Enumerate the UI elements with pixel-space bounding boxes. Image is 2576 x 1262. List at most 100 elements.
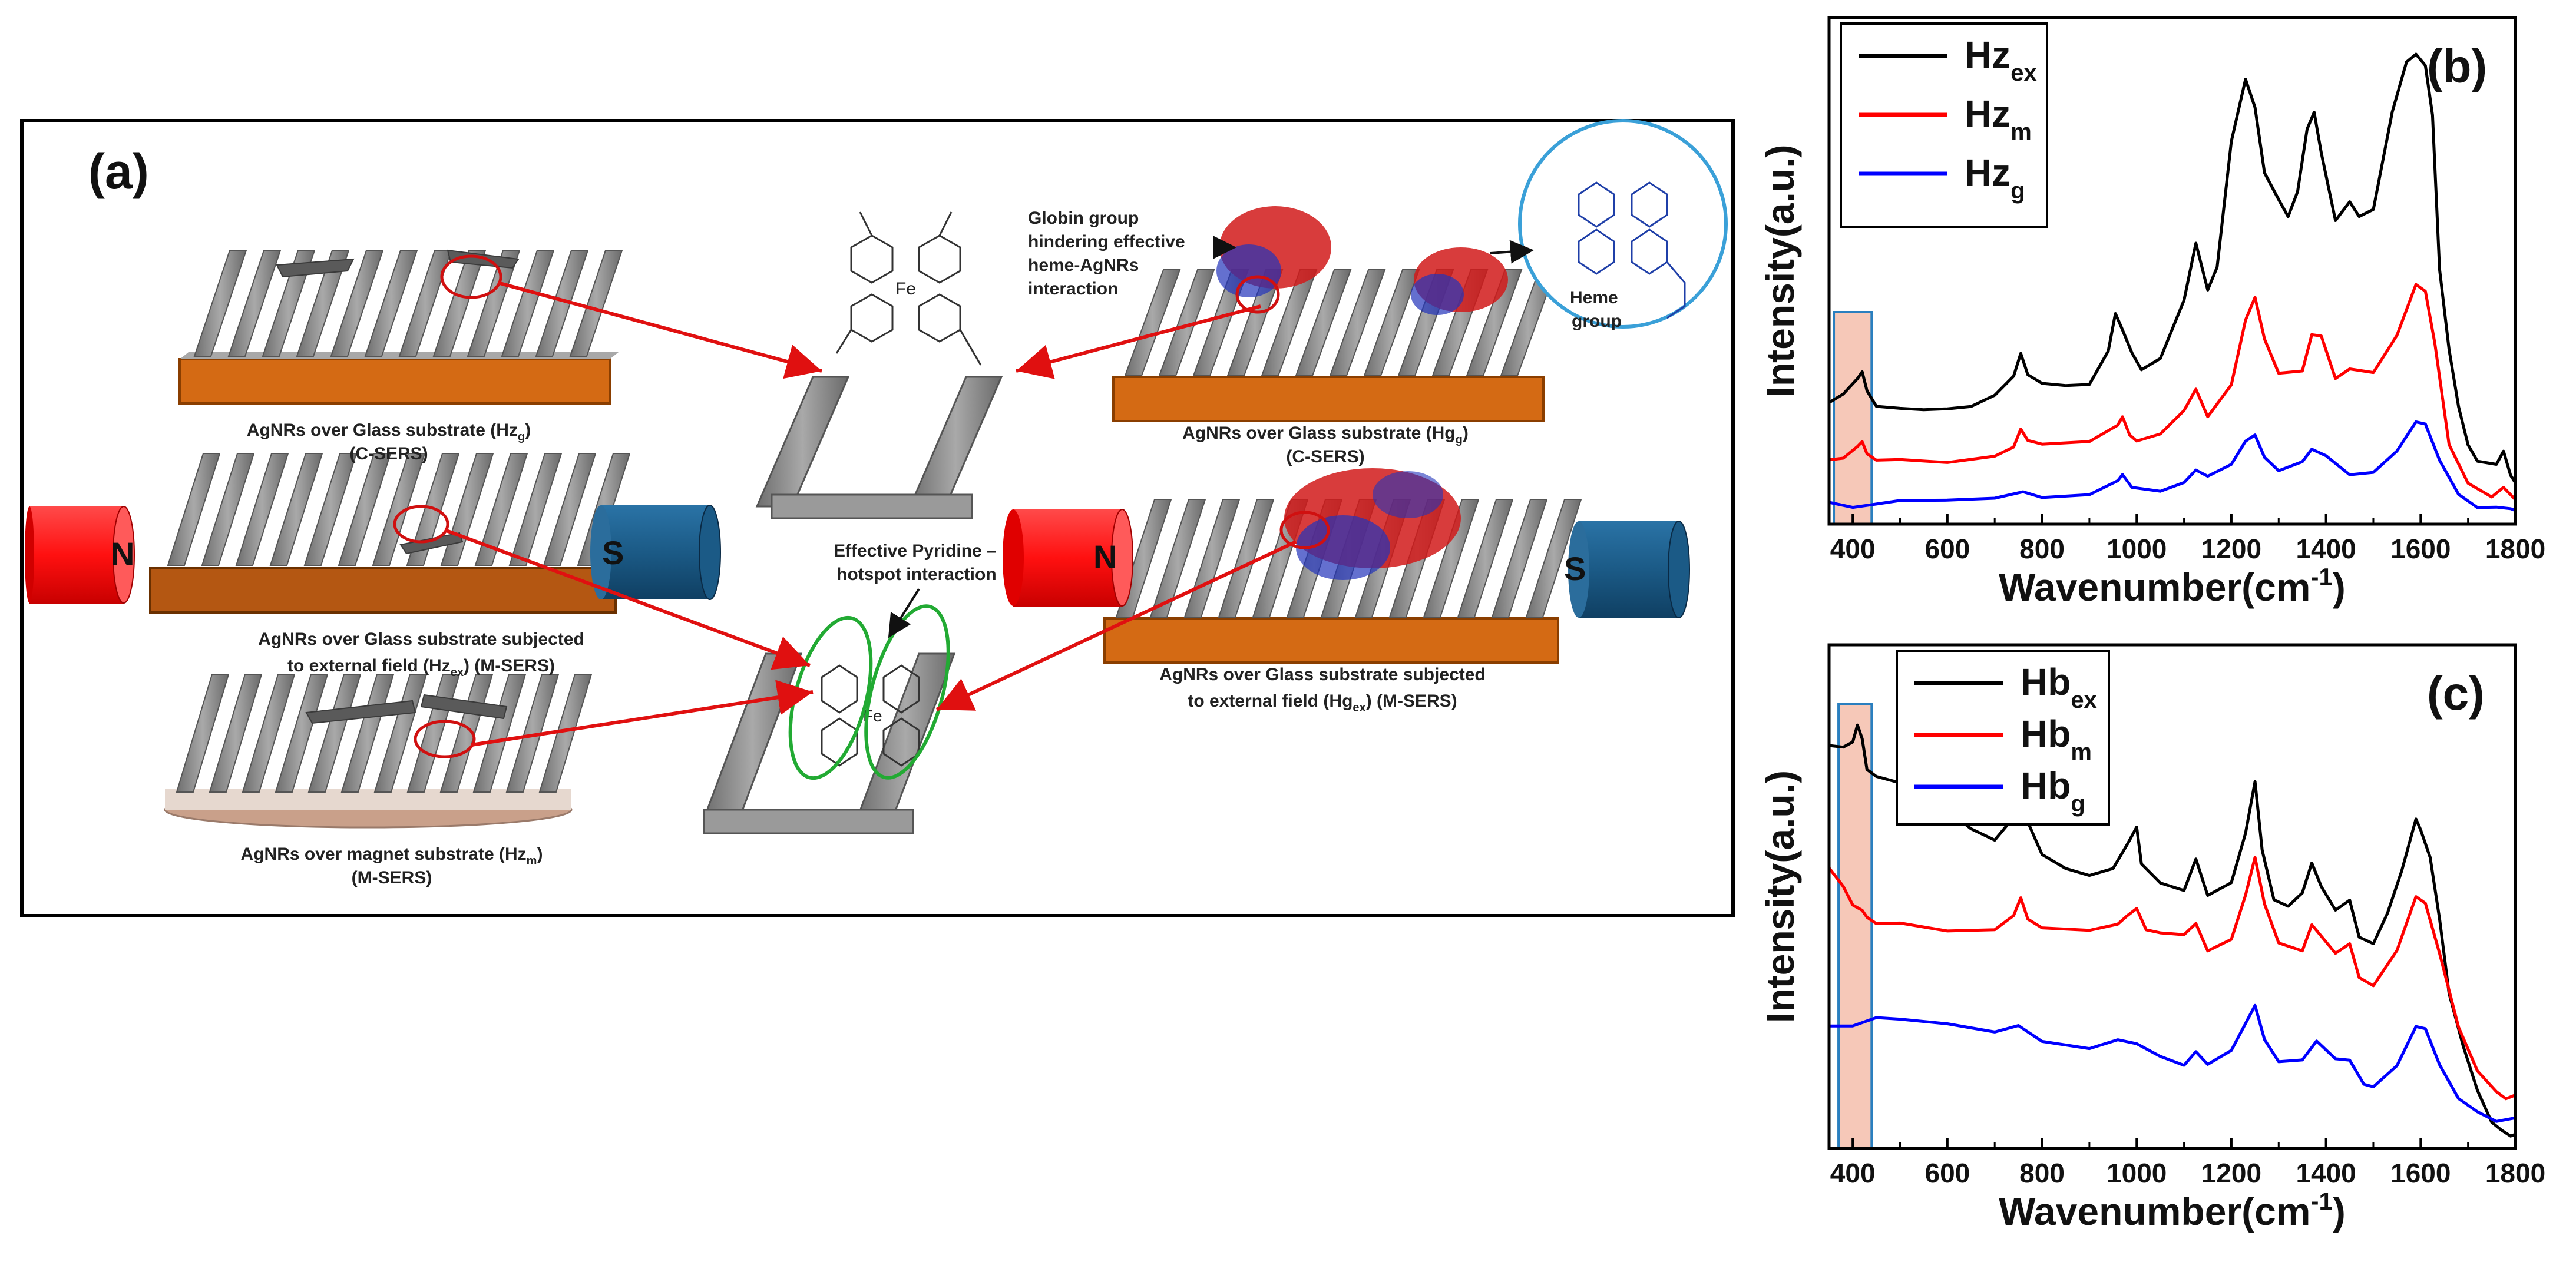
nanorod: [508, 453, 563, 566]
nanorod: [1149, 499, 1206, 618]
nanorod: [1218, 499, 1275, 618]
globin-text-1: Globin group: [1028, 208, 1139, 228]
globin-protein-1: [1216, 206, 1508, 315]
nanorod: [364, 250, 418, 357]
nanorod: [209, 674, 263, 793]
nanorod: [1124, 269, 1181, 376]
x-tick-label: 600: [1924, 1158, 1970, 1188]
x-tick-label: 1600: [2390, 534, 2451, 564]
series-line-hz-g: [1828, 420, 2516, 512]
schematic-panel-a: (a): [20, 119, 1735, 917]
nanorod: [338, 453, 392, 566]
nanorod: [538, 674, 593, 793]
nanorod: [235, 453, 289, 566]
nanorod: [262, 250, 316, 357]
black-arrows: [888, 236, 1534, 638]
legend-label: Hzex: [1965, 34, 2037, 86]
magnet-n-label-left: N: [111, 535, 134, 572]
nanorod: [1525, 499, 1582, 618]
x-tick-label: 1200: [2201, 534, 2261, 564]
panel-a-label: (a): [88, 144, 149, 199]
substrate-hz-g: [178, 250, 623, 405]
legend-label: Hzm: [1965, 92, 2032, 145]
nanorod: [296, 250, 350, 357]
nanorod: [303, 453, 358, 566]
caption-hz-ex-line1: AgNRs over Glass substrate subjected: [258, 630, 584, 649]
plot-frame: [1827, 643, 2517, 1150]
series-line-hb-g: [1829, 1003, 2516, 1123]
panel-label: (c): [2427, 667, 2485, 720]
highlight-band: [1837, 703, 1873, 1150]
nanorod: [432, 250, 487, 357]
x-tick-label: 1400: [2296, 1158, 2356, 1188]
nanorod: [1491, 499, 1548, 618]
caption-hz-m-line2: (M-SERS): [352, 868, 432, 887]
nanorod: [201, 453, 255, 566]
nanorod: [176, 674, 230, 793]
legend-label: Hbm: [2021, 713, 2092, 765]
hemozoin-crystals: [276, 249, 520, 724]
nanorod: [1457, 499, 1514, 618]
substrate-hz-m: [164, 674, 593, 829]
svg-text:AgNRs over Glass substrate (Hz: AgNRs over Glass substrate (Hzg): [247, 420, 531, 443]
svg-text:to external field (Hgex) (M-SE: to external field (Hgex) (M-SERS): [1188, 691, 1457, 714]
globin-protein-2: [1284, 468, 1461, 580]
nanorod: [569, 250, 623, 357]
x-tick-label: 1800: [2485, 1158, 2545, 1188]
highlight-circles: [393, 254, 1330, 758]
nanorod: [193, 250, 247, 357]
caption-hz-ex: AgNRs over Glass substrate subjected to …: [258, 630, 584, 679]
magnet-south-left: S: [590, 505, 721, 600]
x-tick-label: 1600: [2390, 1158, 2451, 1188]
x-tick-label: 800: [2019, 534, 2065, 564]
x-axis-title: Wavenumber(cm-1): [1999, 563, 2346, 609]
series-line-hz-m: [1828, 283, 2517, 501]
nanorod: [505, 674, 560, 793]
nanorod: [1295, 269, 1352, 376]
x-tick-label: 1400: [2296, 534, 2356, 564]
magnet-north-left: N: [25, 506, 135, 604]
caption-hg-g-line2: (C-SERS): [1286, 447, 1364, 466]
heme-on-rods-top: Fe: [755, 211, 1003, 519]
x-tick-label: 1200: [2201, 1158, 2261, 1188]
y-axis-title: Intensity(a.u.): [1758, 770, 1802, 1023]
nanorod: [474, 453, 528, 566]
nanorod: [227, 250, 282, 357]
legend-label: Hbex: [2021, 661, 2097, 713]
x-tick-label: 400: [1830, 1158, 1876, 1188]
nanorod: [501, 250, 555, 357]
series-line-hz-ex: [1828, 52, 2517, 483]
caption-hg-ex-line1: AgNRs over Glass substrate subjected: [1159, 665, 1486, 684]
magnet-s-label-left: S: [602, 534, 624, 571]
globin-text-4: interaction: [1028, 279, 1118, 299]
panel-label: (b): [2427, 40, 2487, 92]
nanorod: [242, 674, 296, 793]
magnet-s-label-right: S: [1564, 550, 1586, 587]
nanorod: [1466, 269, 1523, 376]
heme-group-circle: Heme group: [1518, 119, 1728, 331]
svg-text:to external field (Hzex) (M-SE: to external field (Hzex) (M-SERS): [287, 656, 555, 679]
nanorod: [543, 453, 597, 566]
nanorod: [535, 250, 589, 357]
caption-hz-m: AgNRs over magnet substrate (Hzm) (M-SER…: [241, 844, 543, 887]
nanorod: [275, 674, 329, 793]
highlight-band: [1833, 311, 1873, 525]
magnet-south-right: S: [1564, 521, 1690, 618]
x-axis-title: Wavenumber(cm-1): [1999, 1187, 2346, 1233]
heme-label-1: Heme: [1570, 288, 1618, 307]
magnet-north-right: N: [1003, 509, 1133, 607]
heme-on-rods-bottom: Fe: [702, 604, 956, 834]
nanorod: [1329, 269, 1386, 376]
substrate-hg-g: [1112, 269, 1557, 422]
series-line-hb-m: [1828, 856, 2516, 1101]
x-tick-label: 600: [1924, 534, 1970, 564]
caption-hg-g: AgNRs over Glass substrate (Hgg) (C-SERS…: [1182, 423, 1469, 466]
legend-label: Hbg: [2021, 764, 2085, 817]
x-tick-label: 800: [2019, 1158, 2065, 1188]
caption-hz-g-line2: (C-SERS): [349, 444, 428, 463]
globin-annotation: Globin group hindering effective heme-Ag…: [1028, 208, 1185, 299]
